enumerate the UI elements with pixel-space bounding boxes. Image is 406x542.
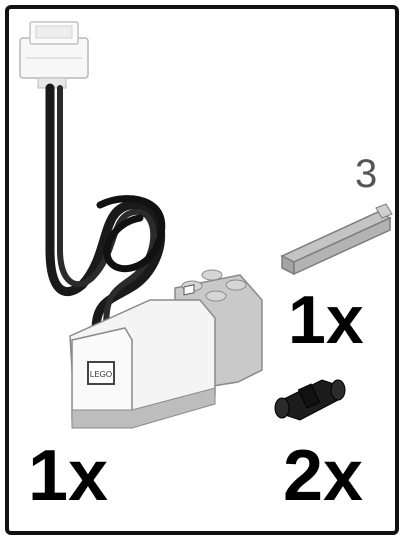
motor-quantity-label: 1x xyxy=(28,436,109,516)
parts-list-panel xyxy=(5,5,399,535)
lego-motor-icon: LEGO xyxy=(69,269,263,429)
svg-text:LEGO: LEGO xyxy=(90,370,112,379)
motor-cable xyxy=(45,83,166,335)
axle-length-label: 3 xyxy=(355,152,378,196)
axle-icon xyxy=(280,203,393,276)
pin-quantity-label: 2x xyxy=(283,436,364,516)
cable-connector-icon xyxy=(19,21,89,89)
axle-quantity-label: 1x xyxy=(288,282,364,358)
connector-pin-icon xyxy=(274,379,346,421)
